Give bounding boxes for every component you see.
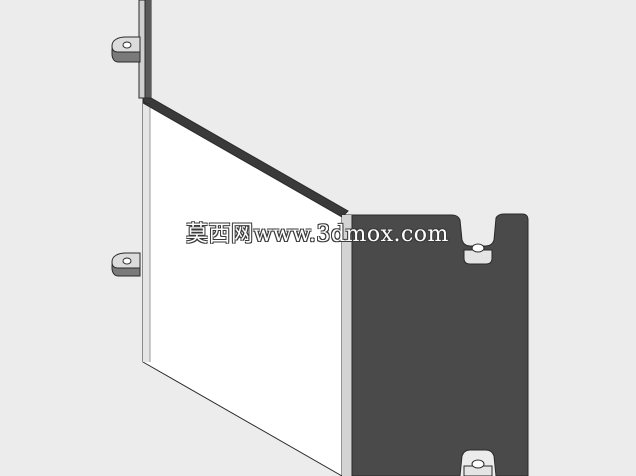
upper-mounting-tab	[111, 36, 141, 63]
watermark-logo-text: 莫西网www.3dmox.com	[186, 222, 449, 247]
main-panel	[142, 99, 343, 476]
side-panel	[341, 213, 529, 476]
lower-mounting-tab	[111, 252, 141, 277]
side-panel-slot-top	[463, 243, 493, 265]
bend-edge	[142, 97, 349, 218]
side-panel-slot-bottom	[463, 459, 493, 476]
top-flange	[138, 0, 152, 99]
